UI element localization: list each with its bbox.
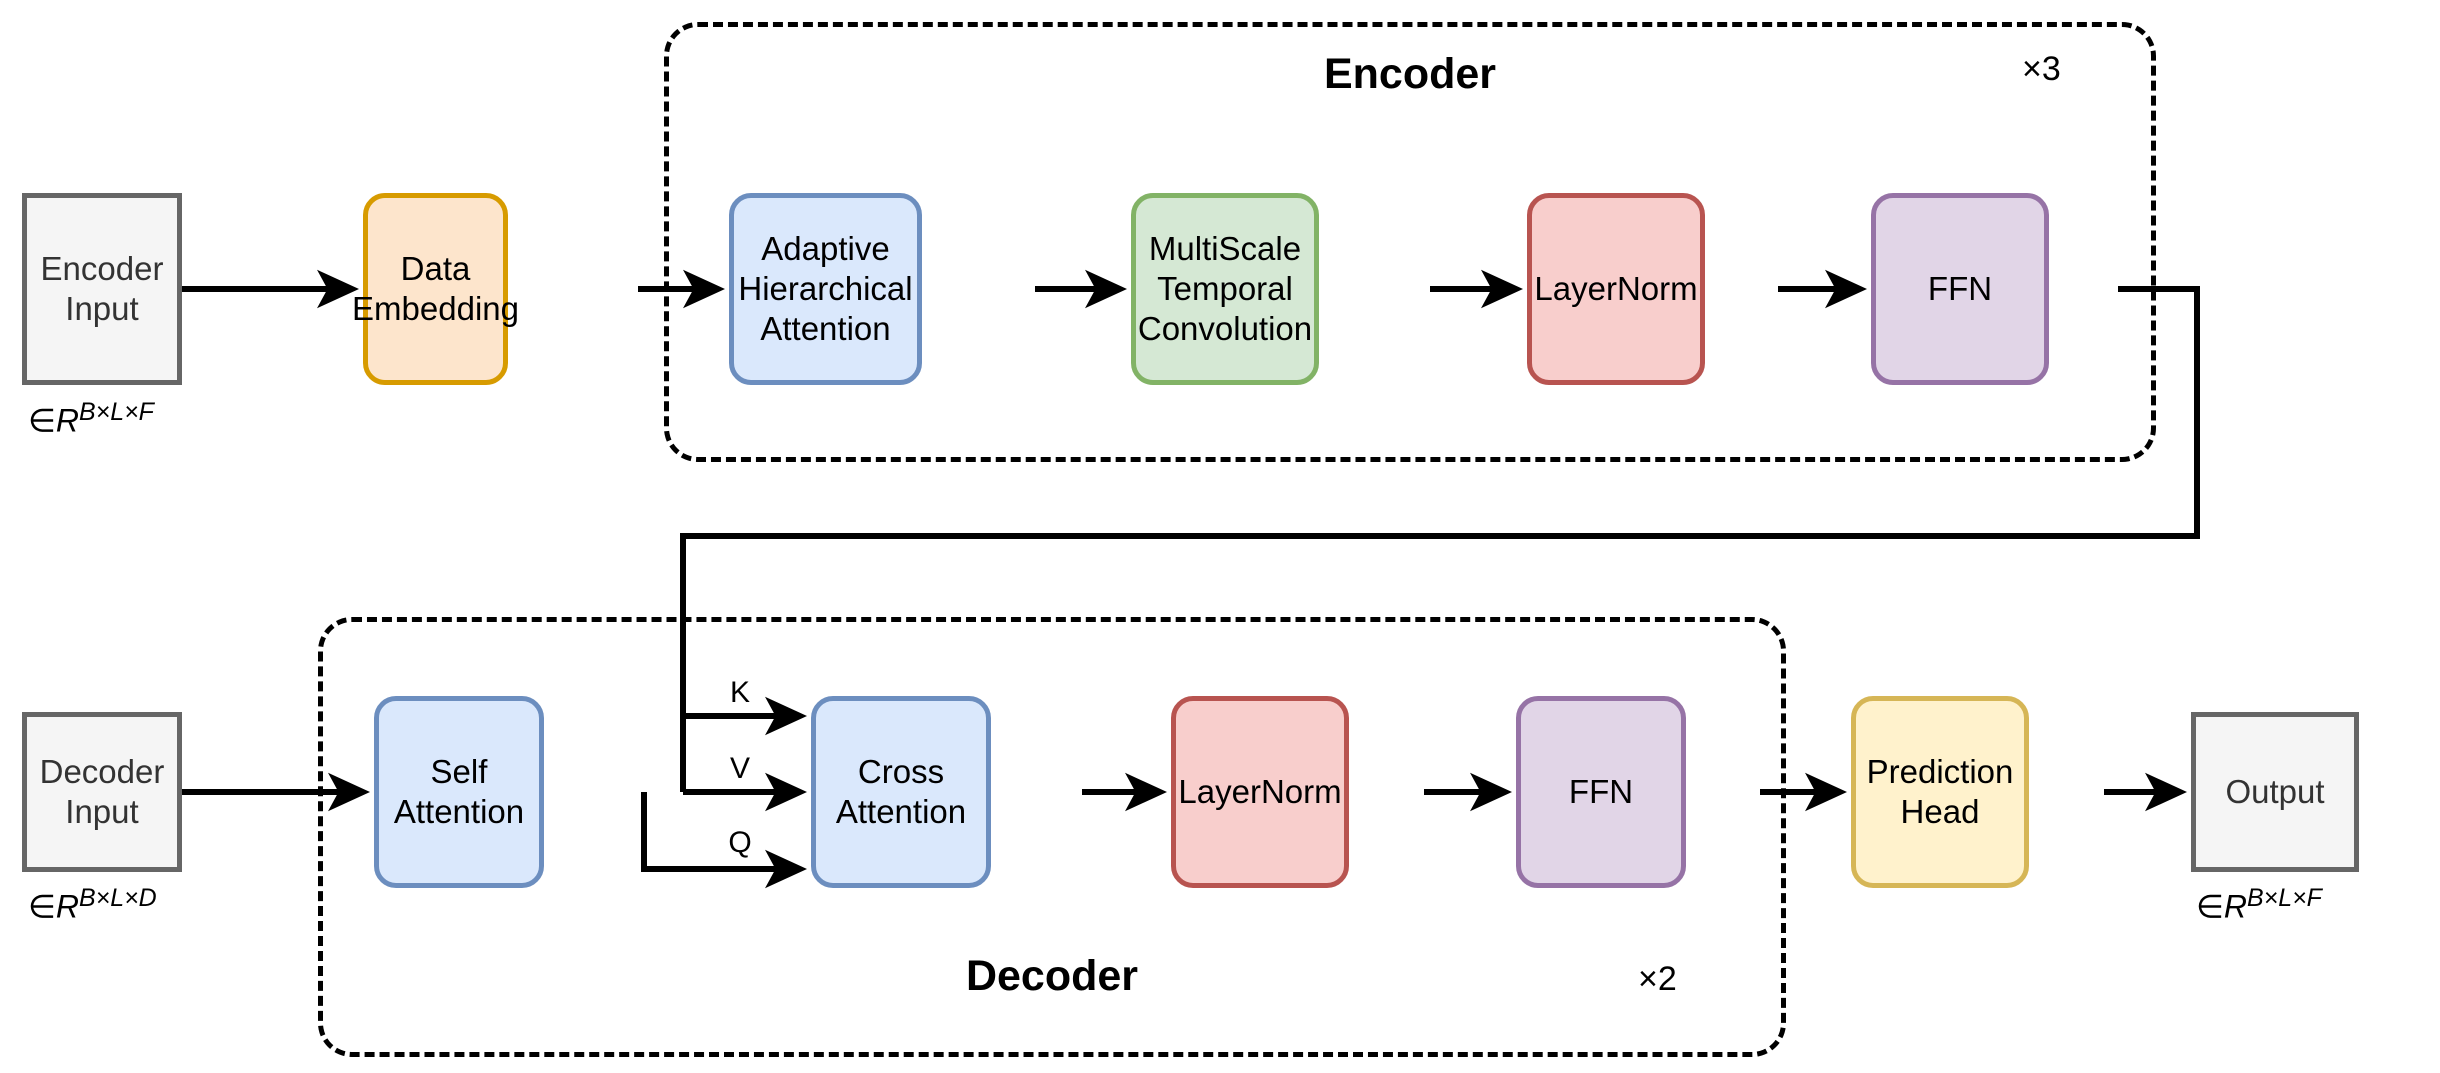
encoder-group-multiplier: ×3 [2022, 50, 2061, 88]
output-box: Output [2191, 712, 2359, 872]
encoder-ffn-box[interactable]: FFN [1871, 193, 2049, 385]
key-edge-label: K [729, 676, 750, 709]
encoder-group-container [664, 22, 2156, 462]
decoder-input-dimension: ∈RB×L×D [28, 884, 157, 926]
decoder-input-dim-base: R [55, 888, 79, 925]
cross-attention-box[interactable]: Cross Attention [811, 696, 991, 888]
output-dim-prefix: ∈ [2196, 888, 2224, 925]
decoder-group-multiplier: ×2 [1638, 960, 1677, 998]
decoder-group-title: Decoder [965, 952, 1139, 1000]
decoder-group-container [318, 617, 1786, 1057]
encoder-input-box: Encoder Input [22, 193, 182, 385]
encoder-group-title: Encoder [1323, 50, 1497, 98]
decoder-input-box: Decoder Input [22, 712, 182, 872]
encoder-input-dim-prefix: ∈ [28, 402, 56, 439]
encoder-input-dimension: ∈RB×L×F [28, 398, 154, 440]
decoder-ffn-box[interactable]: FFN [1516, 696, 1686, 888]
output-dimension: ∈RB×L×F [2196, 884, 2322, 926]
output-dim-superscript: B×L×F [2246, 884, 2322, 912]
data-embedding-box[interactable]: Data Embedding [352, 193, 519, 385]
decoder-input-dim-prefix: ∈ [28, 888, 56, 925]
multiscale-temporal-convolution-box[interactable]: MultiScale Temporal Convolution [1131, 193, 1319, 385]
output-dim-base: R [2223, 888, 2247, 925]
decoder-input-dim-superscript: B×L×D [78, 884, 157, 912]
query-edge-label: Q [728, 826, 752, 859]
encoder-input-dim-base: R [55, 402, 79, 439]
adaptive-hierarchical-attention-box[interactable]: Adaptive Hierarchical Attention [729, 193, 922, 385]
encoder-input-dim-superscript: B×L×F [78, 398, 154, 426]
decoder-layernorm-box[interactable]: LayerNorm [1171, 696, 1349, 888]
self-attention-box[interactable]: Self Attention [374, 696, 544, 888]
value-edge-label: V [729, 752, 750, 785]
encoder-layernorm-box[interactable]: LayerNorm [1527, 193, 1705, 385]
prediction-head-box[interactable]: Prediction Head [1851, 696, 2029, 888]
